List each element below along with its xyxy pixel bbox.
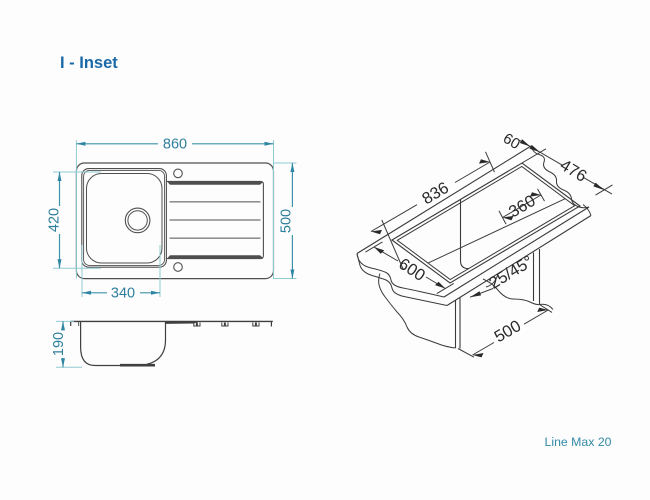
svg-text:190: 190 [51,332,67,356]
svg-text:Line Max 20: Line Max 20 [545,435,612,449]
svg-text:60: 60 [500,130,523,153]
svg-text:860: 860 [163,137,187,153]
svg-text:420: 420 [47,208,63,232]
svg-text:I - Inset: I - Inset [60,54,118,72]
svg-text:500: 500 [279,209,295,233]
svg-text:340: 340 [111,286,135,302]
